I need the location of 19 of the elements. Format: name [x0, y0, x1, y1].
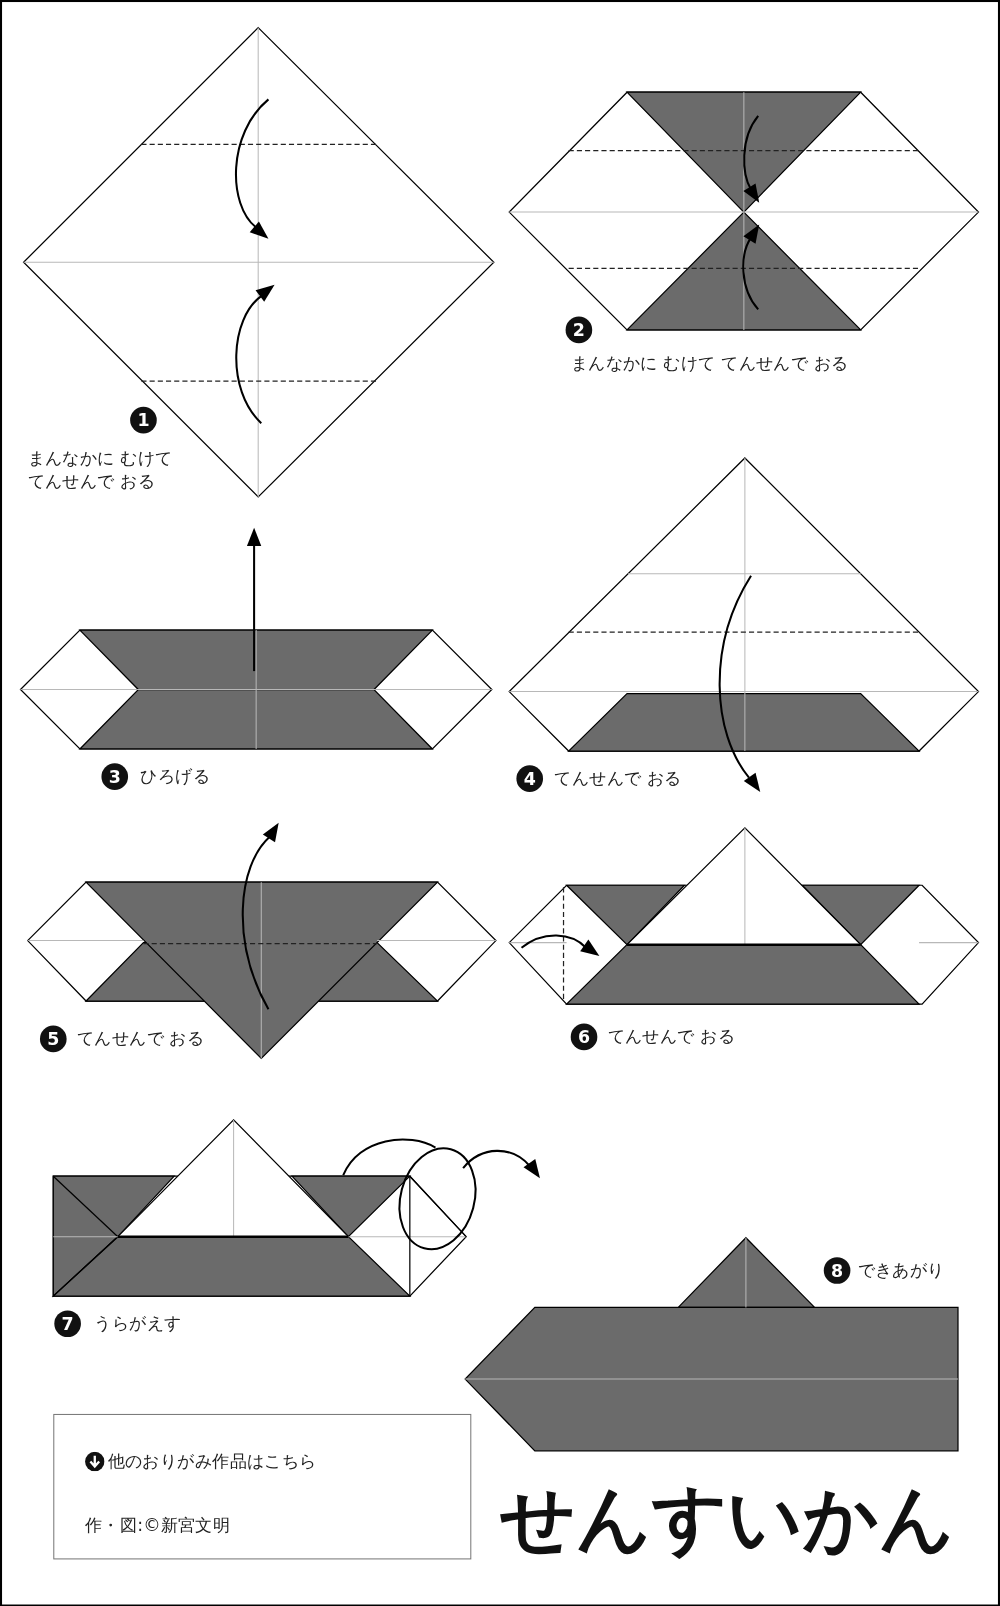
instruction-text: てんせんで おる: [76, 1026, 205, 1050]
instruction-text: てんせんで おる: [607, 1024, 736, 1048]
instruction-text: できあがり: [857, 1258, 945, 1281]
step-number: 7: [54, 1310, 81, 1338]
instruction-text: まんなかに むけて てんせんで おる: [570, 351, 849, 374]
instruction-text: てんせんで おる: [554, 766, 682, 789]
step-number: 1: [130, 406, 157, 434]
credit-text: 他のおりがみ作品はこちら: [107, 1449, 317, 1473]
title: せんすいかん: [500, 1474, 955, 1564]
step-number: 6: [570, 1023, 598, 1051]
step-number: 8: [823, 1257, 851, 1284]
step-number: 3: [101, 763, 129, 790]
credit-text: 作・図:©新宮文明: [85, 1513, 231, 1536]
step-number: 5: [39, 1025, 67, 1053]
instruction-text: ひろげる: [140, 764, 211, 787]
step-number: 2: [565, 316, 593, 344]
instruction-text: まんなかに むけててんせんで おる: [27, 446, 174, 492]
instruction-text: うらがえす: [94, 1311, 182, 1334]
step-number: 4: [516, 765, 544, 792]
